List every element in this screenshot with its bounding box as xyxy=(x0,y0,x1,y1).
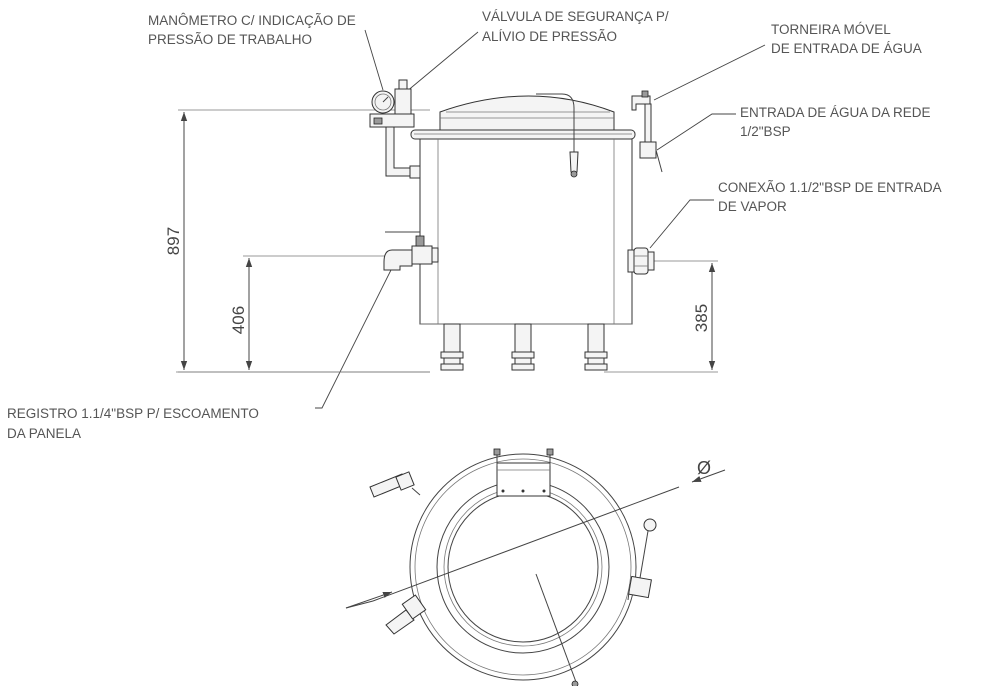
front-view xyxy=(176,79,663,373)
leader-torneira xyxy=(653,44,766,101)
label-torneira-line2: DE ENTRADA DE ÁGUA xyxy=(771,41,922,56)
steam-connection xyxy=(627,247,655,275)
label-registro-line1: REGISTRO 1.1/4"BSP P/ ESCOAMENTO xyxy=(7,406,259,421)
label-valvula-line1: VÁLVULA DE SEGURANÇA P/ xyxy=(482,9,669,24)
label-torneira-line1: TORNEIRA MÓVEL xyxy=(771,22,891,37)
dimension-406: 406 xyxy=(229,255,392,370)
legs xyxy=(440,323,608,371)
top-steam-connection xyxy=(385,594,427,635)
label-manometro-line2: PRESSÃO DE TRABALHO xyxy=(148,32,312,47)
outer-rim xyxy=(409,453,637,681)
top-drain-valve xyxy=(369,471,421,498)
leader-lines xyxy=(315,29,766,409)
lid-dome xyxy=(439,95,615,131)
tank-body xyxy=(419,138,633,325)
leader-entrada-agua xyxy=(656,113,736,151)
drain-valve xyxy=(383,231,439,271)
dimension-897: 897 xyxy=(164,109,430,373)
dimension-406-text: 406 xyxy=(229,306,248,334)
label-conexao-vapor-line2: DE VAPOR xyxy=(718,199,787,214)
safety-valve xyxy=(394,88,412,115)
label-entrada-agua-line1: ENTRADA DE ÁGUA DA REDE xyxy=(740,105,931,120)
label-entrada-agua: ENTRADA DE ÁGUA DA REDE 1/2"BSP xyxy=(740,105,931,139)
dimension-385: 385 xyxy=(604,260,718,373)
label-conexao-vapor-line1: CONEXÃO 1.1/2"BSP DE ENTRADA xyxy=(718,180,942,195)
top-view: Ø xyxy=(345,448,726,686)
label-manometro-line1: MANÔMETRO C/ INDICAÇÃO DE xyxy=(148,13,356,28)
water-tap xyxy=(631,90,663,173)
dimension-897-text: 897 xyxy=(164,227,183,255)
label-torneira: TORNEIRA MÓVEL DE ENTRADA DE ÁGUA xyxy=(771,22,922,56)
label-conexao-vapor: CONEXÃO 1.1/2"BSP DE ENTRADA DE VAPOR xyxy=(718,180,942,214)
diameter-dimension: Ø xyxy=(345,458,726,609)
leader-conexao-vapor xyxy=(649,199,714,249)
label-valvula-line2: ALÍVIO DE PRESSÃO xyxy=(482,29,617,44)
leader-manometro xyxy=(364,29,384,91)
diameter-symbol: Ø xyxy=(697,458,711,478)
label-registro-line2: DA PANELA xyxy=(7,426,81,441)
manometer-assembly xyxy=(369,79,421,179)
label-entrada-agua-line2: 1/2"BSP xyxy=(740,124,791,139)
rim xyxy=(410,129,636,140)
label-registro: REGISTRO 1.1/4"BSP P/ ESCOAMENTO DA PANE… xyxy=(7,406,259,441)
top-water-tap xyxy=(627,518,657,601)
inner-opening xyxy=(436,480,610,654)
label-manometro: MANÔMETRO C/ INDICAÇÃO DE PRESSÃO DE TRA… xyxy=(148,13,356,47)
top-hatch xyxy=(493,448,554,497)
dimension-385-text: 385 xyxy=(692,304,711,332)
label-valvula: VÁLVULA DE SEGURANÇA P/ ALÍVIO DE PRESSÃ… xyxy=(482,9,669,44)
leader-valvula xyxy=(405,31,479,93)
leader-registro xyxy=(315,261,396,409)
